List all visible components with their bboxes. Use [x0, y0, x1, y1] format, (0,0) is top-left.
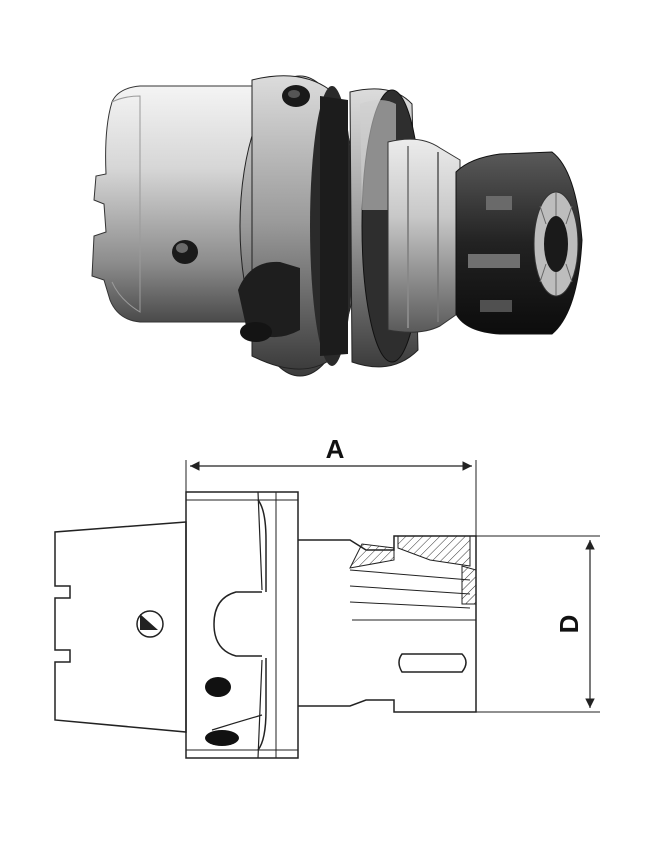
dimension-a-label: A — [326, 434, 345, 464]
flange-hole-1 — [205, 677, 231, 697]
shank-outline — [54, 521, 187, 733]
dimension-d-label: D — [554, 615, 584, 634]
section-hatch-nut — [397, 535, 471, 567]
neck — [387, 138, 461, 333]
nut-slot — [398, 653, 467, 673]
collet-bore — [544, 216, 568, 272]
flange-outline — [185, 491, 299, 759]
technical-drawing: A D — [54, 434, 600, 759]
tool-holder-render — [91, 75, 583, 377]
flange-groove — [257, 499, 267, 751]
dimension-d: D — [476, 535, 600, 713]
flange-hole-2 — [205, 730, 239, 746]
collet-nut — [455, 151, 583, 335]
dimension-a: A — [185, 434, 477, 536]
flange-bottom-hole — [240, 322, 272, 342]
shank — [91, 85, 259, 323]
section-hatch-upper — [349, 543, 395, 569]
groove-ring — [310, 86, 354, 366]
flange-cutout — [213, 591, 262, 657]
